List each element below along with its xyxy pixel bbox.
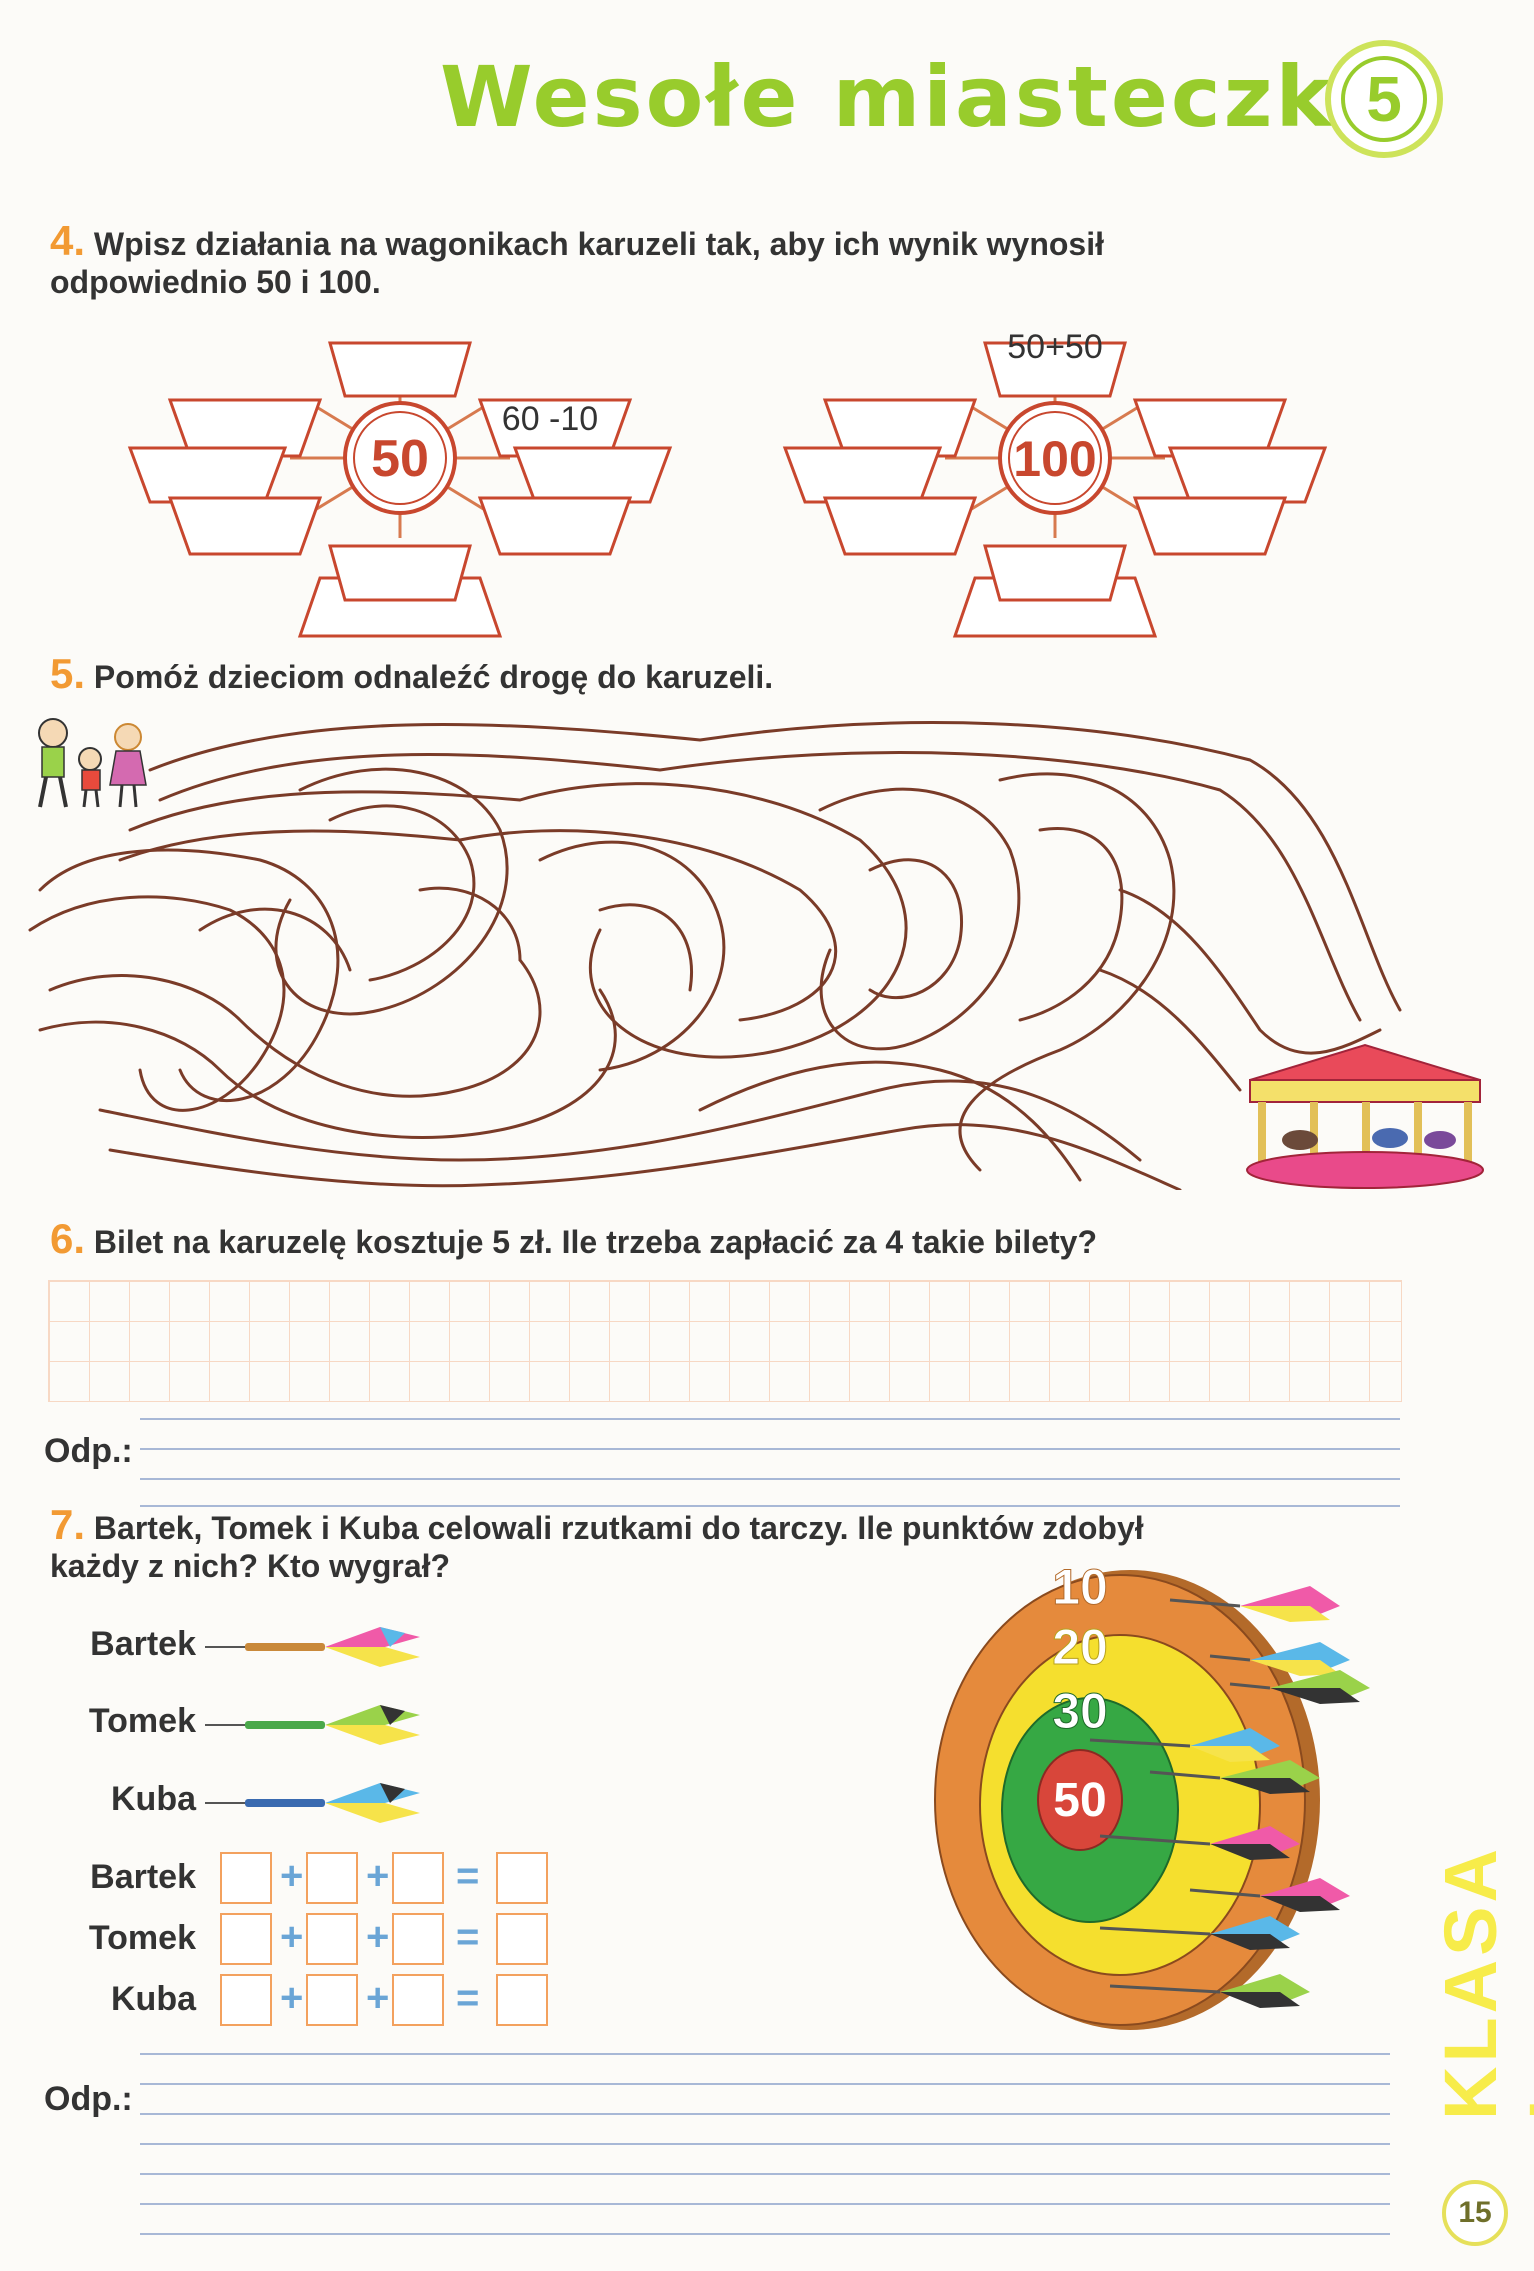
- task6-work-grid[interactable]: [48, 1280, 1402, 1402]
- task4-text-line1: Wpisz działania na wagonikach karuzeli t…: [93, 226, 1104, 262]
- eq-kuba-box-2[interactable]: [306, 1974, 358, 2026]
- eq-kuba-plus-2: +: [366, 1976, 390, 2020]
- task4-number: 4.: [50, 217, 86, 264]
- task5-instruction: 5. Pomóż dzieciom odnaleźć drogę do karu…: [50, 653, 1250, 696]
- task6-answer-line-3[interactable]: [140, 1478, 1400, 1480]
- eq-bartek-plus-1: +: [280, 1854, 304, 1898]
- carousel-illustration: [1246, 1043, 1484, 1189]
- wheel-50: [128, 341, 672, 638]
- task7-answer-line-5[interactable]: [140, 2173, 1390, 2175]
- task5-text: Pomóż dzieciom odnaleźć drogę do karuzel…: [93, 659, 774, 695]
- eq-tomek-box-2[interactable]: [306, 1913, 358, 1965]
- target-score-50: 50: [1053, 1774, 1106, 1827]
- target-darts: [1089, 1586, 1370, 2008]
- target-score-30: 30: [1052, 1683, 1108, 1739]
- task7-text-line2: każdy z nich? Kto wygrał?: [50, 1548, 451, 1584]
- chapter-number: 5: [1341, 56, 1427, 142]
- wheel-100: [783, 341, 1327, 638]
- wheel1-center: 50: [371, 430, 429, 488]
- eq-tomek-result[interactable]: [496, 1913, 548, 1965]
- eq-label-bartek: Bartek: [90, 1858, 196, 1896]
- wheel1-example: 60 -10: [502, 400, 598, 438]
- task4-instruction: 4. Wpisz działania na wagonikach karuzel…: [50, 220, 1390, 301]
- eq-kuba-result[interactable]: [496, 1974, 548, 2026]
- task7-answer-label: Odp.:: [44, 2080, 133, 2118]
- target-ring-50: [1037, 1749, 1123, 1851]
- eq-tomek-equals: =: [456, 1915, 480, 1959]
- children-figures: [38, 718, 147, 808]
- eq-label-kuba: Kuba: [111, 1980, 196, 2018]
- task7-answer-line-1[interactable]: [140, 2053, 1390, 2055]
- eq-kuba-box-3[interactable]: [392, 1974, 444, 2026]
- eq-bartek-box-1[interactable]: [220, 1852, 272, 1904]
- target-score-10: 10: [1052, 1560, 1108, 1615]
- dart-target: 10 20 30 50: [934, 1560, 1370, 2030]
- page-title: Wesołe miasteczko: [440, 48, 1393, 146]
- wheel2-center: 100: [1013, 431, 1096, 487]
- player-name-bartek: Bartek: [90, 1625, 196, 1663]
- task7-answer-line-3[interactable]: [140, 2113, 1390, 2115]
- task6-answer-line-2[interactable]: [140, 1448, 1400, 1450]
- task5-number: 5.: [50, 650, 86, 697]
- task6-answer-line-4[interactable]: [140, 1505, 1400, 1507]
- carousel-wheels: 50 60 -10 100 50+50: [128, 328, 1327, 638]
- task4-text-line2: odpowiednio 50 i 100.: [50, 264, 381, 300]
- eq-tomek-box-1[interactable]: [220, 1913, 272, 1965]
- task6-number: 6.: [50, 1215, 86, 1262]
- player-name-tomek: Tomek: [88, 1702, 196, 1740]
- eq-kuba-plus-1: +: [280, 1976, 304, 2020]
- equations-grid: + + = + + = + + =: [220, 1852, 560, 2032]
- wheel2-example: 50+50: [1007, 328, 1103, 366]
- dart-kuba: [205, 1783, 420, 1823]
- player-name-kuba: Kuba: [111, 1780, 196, 1818]
- task7-answer-line-7[interactable]: [140, 2233, 1390, 2235]
- eq-kuba-equals: =: [456, 1976, 480, 2020]
- eq-bartek-box-3[interactable]: [392, 1852, 444, 1904]
- eq-tomek-plus-2: +: [366, 1915, 390, 1959]
- dart-tomek: [205, 1705, 420, 1745]
- task7-answer-line-2[interactable]: [140, 2083, 1390, 2085]
- task6-answer-label: Odp.:: [44, 1432, 133, 1470]
- task7-answer-line-6[interactable]: [140, 2203, 1390, 2205]
- eq-bartek-result[interactable]: [496, 1852, 548, 1904]
- task7-instruction: 7. Bartek, Tomek i Kuba celowali rzutkam…: [50, 1504, 1350, 1585]
- dart-bartek: [205, 1627, 420, 1667]
- task7-answer-line-4[interactable]: [140, 2143, 1390, 2145]
- eq-bartek-plus-2: +: [366, 1854, 390, 1898]
- side-class-label: KLASA I: [1429, 1847, 1534, 2120]
- chapter-badge: 5: [1325, 40, 1443, 158]
- task6-instruction: 6. Bilet na karuzelę kosztuje 5 zł. Ile …: [50, 1218, 1350, 1261]
- maze: [28, 721, 1402, 1190]
- eq-tomek-plus-1: +: [280, 1915, 304, 1959]
- task6-answer-line-1[interactable]: [140, 1418, 1400, 1420]
- task7-text-line1: Bartek, Tomek i Kuba celowali rzutkami d…: [93, 1510, 1144, 1546]
- target-score-20: 20: [1052, 1619, 1108, 1675]
- eq-label-tomek: Tomek: [88, 1919, 196, 1957]
- eq-bartek-box-2[interactable]: [306, 1852, 358, 1904]
- task6-text: Bilet na karuzelę kosztuje 5 zł. Ile trz…: [93, 1224, 1097, 1260]
- eq-kuba-box-1[interactable]: [220, 1974, 272, 2026]
- eq-tomek-box-3[interactable]: [392, 1913, 444, 1965]
- task7-number: 7.: [50, 1501, 86, 1548]
- eq-bartek-equals: =: [456, 1854, 480, 1898]
- page-number: 15: [1442, 2180, 1508, 2246]
- player-darts: [205, 1627, 420, 1823]
